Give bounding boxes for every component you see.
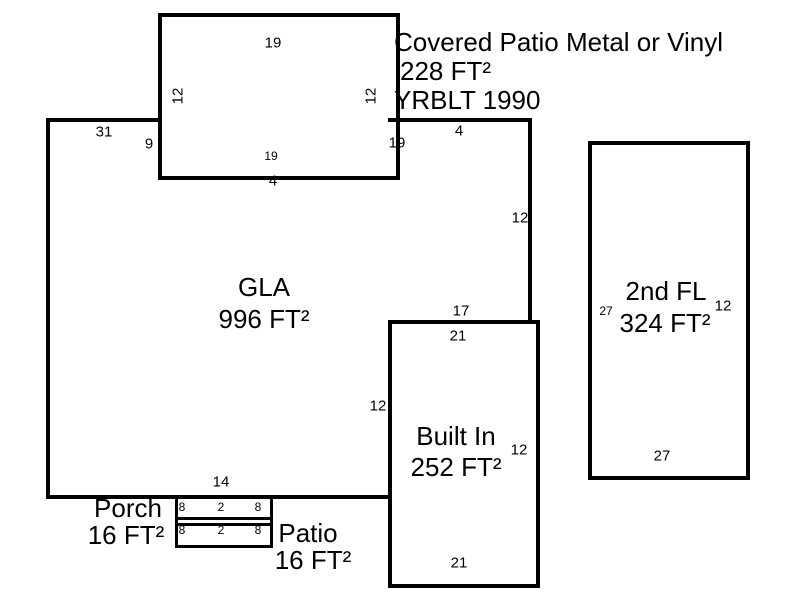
dim-patio-mid: 2 [217, 523, 225, 537]
covered-patio-note-title: Covered Patio Metal or Vinyl [394, 27, 724, 57]
dim-gla-top-right: 4 [454, 122, 464, 140]
dim-gla-step: 9 [144, 135, 154, 153]
dim-built-in-bottom: 21 [450, 554, 468, 572]
dim-second-floor-right: 12 [714, 297, 732, 315]
gla-right-wall [528, 118, 532, 324]
covered-patio-note-area: 228 FT² [400, 56, 492, 86]
dim-covered-patio-below: 4 [268, 172, 278, 190]
dim-covered-patio-bottom: 19 [264, 149, 278, 163]
dim-second-floor-left: 27 [599, 304, 613, 318]
dim-porch-mid: 2 [217, 500, 225, 514]
dim-gla-bottom: 14 [212, 473, 230, 491]
covered-patio-outline [158, 13, 400, 180]
dim-covered-patio-right: 12 [362, 87, 380, 105]
dim-built-in-right: 12 [510, 441, 528, 459]
porch-outline [175, 495, 273, 526]
covered-patio-note-yrblt: YRBLT 1990 [394, 85, 541, 115]
porch-label: Porch [94, 493, 162, 523]
gla-area: 996 FT² [218, 304, 310, 334]
gla-left-wall [46, 118, 50, 499]
gla-label: GLA [237, 272, 291, 302]
dim-gla-inner-right: 17 [452, 302, 470, 320]
built-in-label: Built In [416, 421, 496, 451]
dim-built-in-top: 21 [449, 327, 467, 345]
porch-area: 16 FT² [87, 520, 165, 550]
dim-covered-patio-top: 19 [264, 34, 282, 52]
dim-second-floor-bottom: 27 [653, 447, 671, 465]
gla-top-wall-left [46, 118, 162, 122]
dim-porch-left: 8 [178, 500, 186, 514]
dim-gla-right: 12 [511, 209, 529, 227]
built-in-outline [388, 320, 540, 588]
second-floor-label: 2nd FL [625, 276, 707, 306]
dim-patio-right: 8 [254, 523, 262, 537]
dim-porch-right: 8 [254, 500, 262, 514]
dim-gla-top-left: 31 [95, 123, 113, 141]
dim-gla-builtin-left: 12 [369, 397, 387, 415]
dim-gla-top-mid: 19 [388, 134, 406, 152]
dim-covered-patio-left: 12 [169, 87, 187, 105]
built-in-area: 252 FT² [410, 452, 502, 482]
patio-outline [175, 517, 273, 548]
gla-top-wall-right [388, 118, 532, 122]
second-floor-area: 324 FT² [619, 308, 711, 338]
patio-area: 16 FT² [274, 545, 352, 575]
patio-label: Patio [278, 518, 338, 548]
second-floor-outline [588, 141, 750, 480]
dim-patio-left: 8 [178, 523, 186, 537]
